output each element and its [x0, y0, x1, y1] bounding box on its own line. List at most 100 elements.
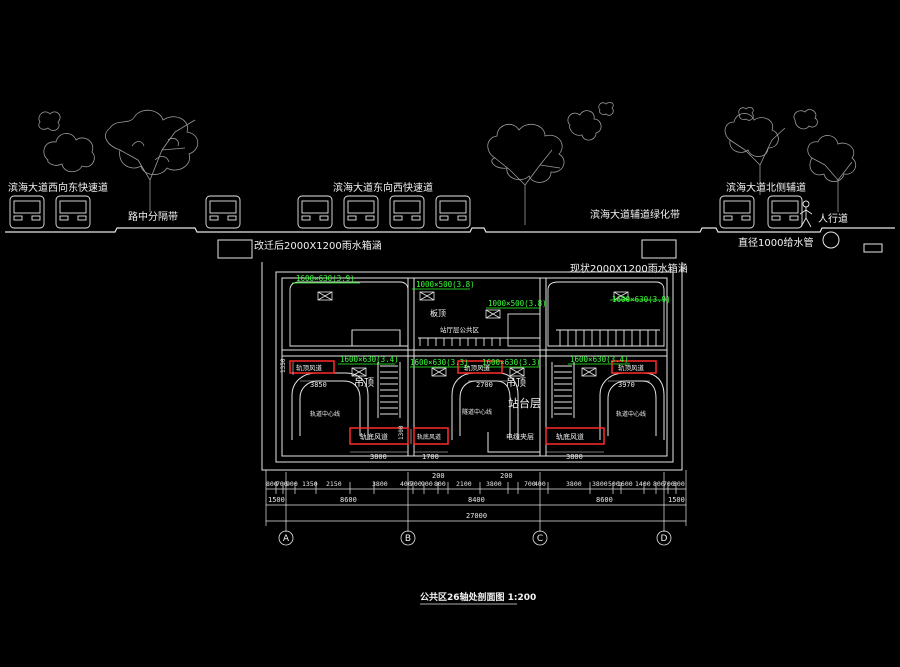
tree-right: [724, 106, 857, 212]
bus: [297, 195, 333, 229]
local-dim: 1700: [422, 453, 439, 461]
axis-label: C: [537, 534, 543, 544]
buses: [9, 195, 803, 229]
axis-bubbles: [278, 530, 672, 546]
duct-label: 1600×630(3.9): [612, 295, 671, 304]
duct-label: 1600×630(3.4): [570, 355, 629, 364]
label-hanging-ceiling-center: 吊顶: [506, 377, 526, 389]
axis-label: A: [283, 534, 290, 544]
water-pipe-circle: [822, 231, 840, 249]
dim-value: 1500: [668, 496, 685, 504]
dim-value: 700: [276, 480, 288, 488]
duct-label: 1600×630(3.4): [340, 355, 399, 364]
bus: [55, 195, 91, 229]
bus: [719, 195, 755, 229]
dim-value: 700: [410, 480, 422, 488]
local-dim-lines: [292, 362, 650, 453]
top-dim: 200: [432, 472, 445, 480]
duct-label: 1600×630(3.3): [410, 358, 469, 367]
dim-value: 800: [653, 480, 665, 488]
sidewalk-drain: [863, 243, 883, 253]
tree-center: [487, 101, 614, 225]
vent-box: [457, 360, 503, 374]
dim-value: 1600: [617, 480, 633, 488]
dim-row-2: 1500 8600 8400 8600 1500: [268, 496, 685, 504]
dim-row-1: 800 700 900 1350 2150 3800 400 700 900 8…: [266, 480, 685, 488]
duct-label: 1000×500(3.8): [416, 280, 475, 289]
label-vent: 轨顶风道: [618, 363, 645, 372]
dim-value: 900: [421, 480, 433, 488]
dim-value: 1500: [268, 496, 285, 504]
duct-label: 1600×630(3.3): [482, 358, 541, 367]
station-outline: [261, 262, 683, 471]
label-platform-level: 站台层: [508, 396, 541, 410]
vent-box: [611, 360, 657, 374]
dim-value: 2150: [326, 480, 342, 488]
dim-value: 1400: [635, 480, 651, 488]
label-water-pipe: 直径1000给水管: [738, 236, 813, 249]
vent-box: [413, 427, 449, 445]
label-vent: 轨底风道: [417, 433, 441, 441]
culvert-existing-box: [641, 239, 677, 259]
dim-value: 8400: [468, 496, 485, 504]
road-surface: [5, 227, 895, 233]
local-dim: 2700: [476, 381, 493, 389]
dim-value: 800: [673, 480, 685, 488]
label-culvert-relocated: 改迁后2000X1200雨水箱涵: [254, 239, 382, 252]
label-vent: 轨底风道: [360, 432, 388, 441]
dim-value: 2100: [456, 480, 472, 488]
duct-symbols: [317, 291, 629, 377]
culvert-relocated-box: [217, 239, 253, 259]
bus: [435, 195, 471, 229]
dim-value: 8600: [340, 496, 357, 504]
top-dim: 200: [500, 472, 513, 480]
total-width: 27000: [466, 512, 487, 520]
pedestrian-figure: [799, 200, 813, 228]
axis-label: D: [661, 534, 668, 544]
bus: [767, 195, 803, 229]
label-east-west-express: 滨海大道东向西快速道: [333, 181, 433, 194]
dim-value: 400: [400, 480, 412, 488]
label-vent: 轨顶风道: [464, 363, 491, 372]
vent-boxes: [289, 360, 657, 445]
bus: [205, 195, 241, 229]
label-west-east-express: 滨海大道西向东快速道: [8, 181, 108, 194]
bus: [343, 195, 379, 229]
vent-box: [349, 427, 409, 445]
duct-label: 1000×500(3.8): [488, 299, 547, 308]
label-concourse: 站厅层公共区: [440, 325, 480, 334]
axis-label: B: [405, 534, 411, 544]
label-culvert-existing: 现状2000X1200雨水箱涵: [570, 262, 688, 275]
duct-label: 1600×630(3.9): [296, 274, 355, 283]
local-dim: 1300: [398, 425, 405, 440]
dim-value: 500: [608, 480, 620, 488]
local-dim: 1350: [280, 358, 287, 373]
label-auxiliary-green: 滨海大道辅道绿化带: [590, 208, 680, 221]
bus: [9, 195, 45, 229]
dim-value: 3800: [592, 480, 608, 488]
dim-value: 800: [434, 480, 446, 488]
concourse-outline: [289, 281, 665, 347]
label-rail-center: 隧道中心线: [462, 408, 492, 416]
dim-value: 3800: [566, 480, 582, 488]
label-median: 路中分隔带: [128, 210, 178, 223]
dim-value: 8600: [596, 496, 613, 504]
label-vent: 轨顶风道: [296, 363, 323, 372]
local-dim: 3800: [566, 453, 583, 461]
local-dim: 3970: [618, 381, 635, 389]
vent-box: [289, 360, 335, 374]
bus: [389, 195, 425, 229]
label-rail-center: 轨道中心线: [310, 410, 340, 418]
label-vent: 轨底风道: [556, 432, 584, 441]
label-hanging-ceiling-left: 吊顶: [354, 377, 374, 389]
dim-value: 3800: [372, 480, 388, 488]
dim-value: 800: [266, 480, 278, 488]
dim-value: 3800: [486, 480, 502, 488]
dim-value: 1350: [302, 480, 318, 488]
platform-tunnels: [291, 362, 665, 453]
label-sidewalk: 人行道: [818, 212, 848, 225]
label-cable-shaft: 电缆夹层: [506, 432, 534, 441]
vent-box: [545, 427, 605, 445]
drawing-title: 公共区26轴处剖面图 1:200: [420, 591, 536, 603]
label-roof: 板顶: [430, 308, 446, 318]
